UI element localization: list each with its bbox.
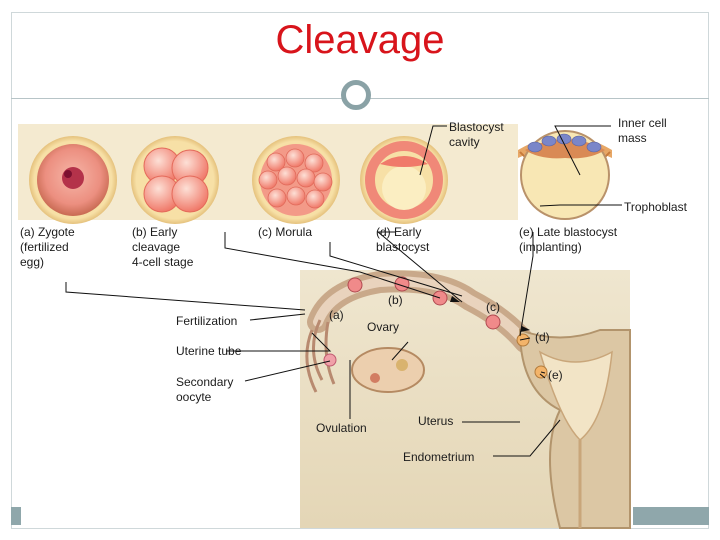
early-blastocyst-image <box>360 136 448 224</box>
marker-e: (e) <box>548 368 563 382</box>
four-cell-image <box>131 136 219 224</box>
marker-b: (b) <box>388 293 403 307</box>
marker-d: (d) <box>535 330 550 344</box>
label-trophoblast: Trophoblast <box>624 200 687 214</box>
arrowheads <box>450 296 530 332</box>
label-early-blastocyst: (d) Early blastocyst <box>376 225 430 254</box>
footer-bar-left <box>11 507 21 525</box>
late-blastocyst-image <box>518 130 612 220</box>
leader-lines <box>65 125 622 457</box>
title-ring-ornament <box>341 80 371 110</box>
label-inner-cell-mass: Inner cell mass <box>618 116 667 145</box>
label-early-cleavage: (b) Early cleavage 4-cell stage <box>132 225 194 269</box>
label-fertilization: Fertilization <box>176 314 238 328</box>
label-ovulation: Ovulation <box>316 421 367 435</box>
label-late-blastocyst: (e) Late blastocyst (implanting) <box>519 225 618 254</box>
zygote-image <box>29 136 117 224</box>
label-ovary: Ovary <box>367 320 400 334</box>
label-uterus: Uterus <box>418 414 454 428</box>
reproductive-tract-illustration <box>300 270 631 529</box>
label-secondary-oocyte: Secondary oocyte <box>176 375 234 404</box>
label-morula: (c) Morula <box>258 225 313 239</box>
marker-c: (c) <box>486 300 500 314</box>
label-uterine-tube: Uterine tube <box>176 344 242 358</box>
slide-title: Cleavage <box>275 18 445 62</box>
slide-frame <box>11 12 709 529</box>
label-zygote: (a) Zygote (fertilized egg) <box>20 225 75 269</box>
marker-a: (a) <box>329 308 344 322</box>
label-endometrium: Endometrium <box>403 450 475 464</box>
footer-bar-right <box>633 507 709 525</box>
morula-image <box>252 136 340 224</box>
label-blastocyst-cavity: Blastocyst cavity <box>449 120 504 149</box>
